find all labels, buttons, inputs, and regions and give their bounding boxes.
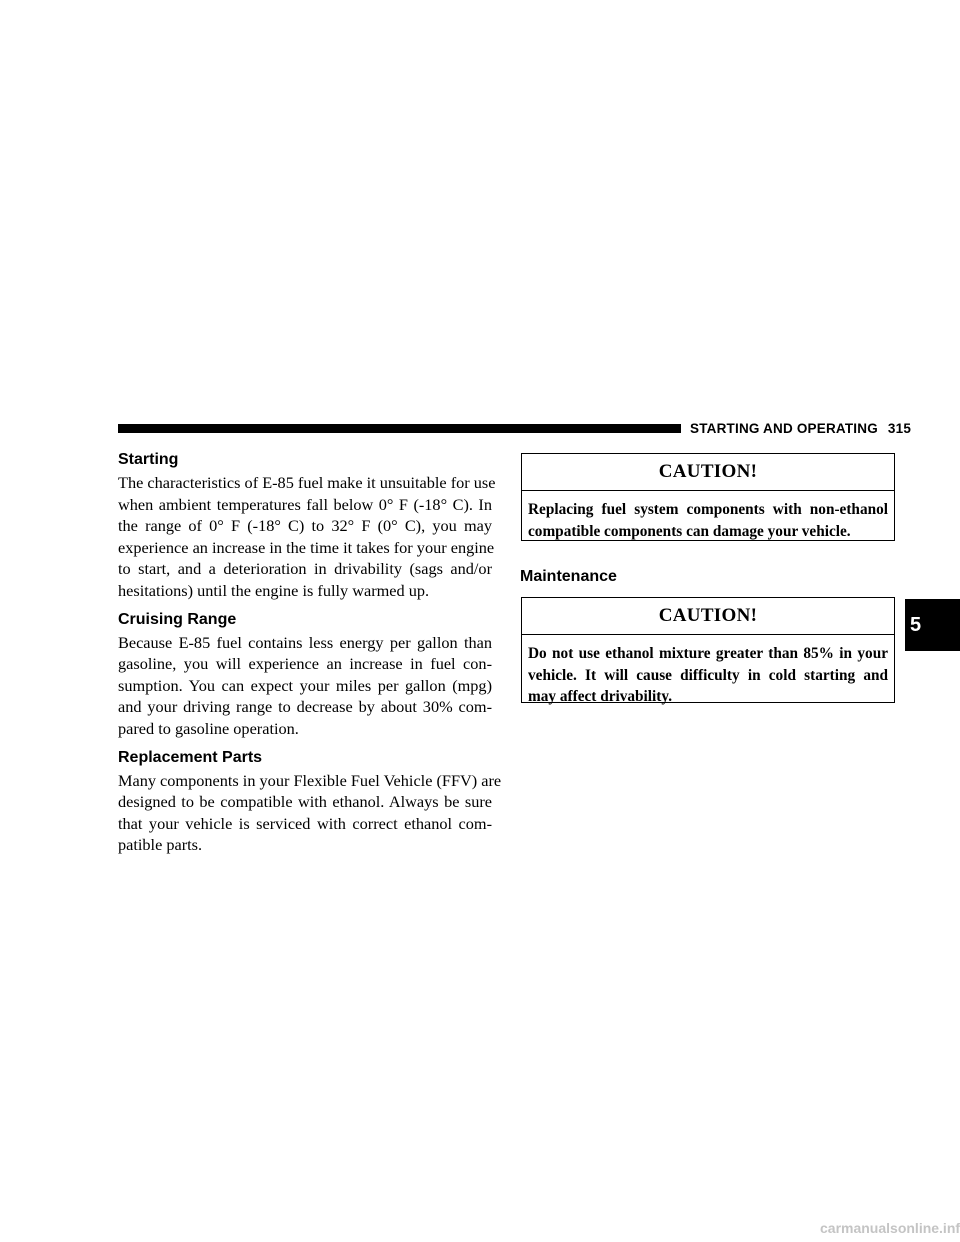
text-line: and your driving range to decrease by ab…: [118, 697, 492, 717]
paragraph-starting: The characteristics of E-85 fuel make it…: [118, 472, 496, 602]
text-line: Many components in your Flexible Fuel Ve…: [118, 770, 502, 790]
heading-replacement-parts: Replacement Parts: [118, 748, 263, 766]
text-line: experience an increase in the time it ta…: [118, 537, 495, 557]
text-line: gasoline, you will experience an increas…: [118, 654, 492, 674]
watermark: carmanualsonline.info: [820, 1220, 960, 1236]
text-line: vehicle. It will cause difficulty in col…: [528, 666, 888, 684]
text-line: hesitations) until the engine is fully w…: [118, 580, 430, 600]
text-line: The characteristics of E-85 fuel make it…: [118, 473, 496, 492]
chapter-tab: 5: [905, 599, 960, 651]
caution-box-ethanol-mixture: CAUTION! Do not use ethanol mixture grea…: [521, 597, 895, 705]
text-line: designed to be compatible with ethanol. …: [118, 792, 492, 812]
text-line: that your vehicle is serviced with corre…: [118, 813, 492, 833]
text-line: the range of 0° F (-18° C) to 32° F (0° …: [118, 516, 492, 536]
caution-text: Do not use ethanol mixture greater than …: [522, 635, 894, 716]
left-column: Starting The characteristics of E-85 fue…: [118, 450, 502, 864]
text-line: pared to gasoline operation.: [118, 718, 299, 738]
page-number: 315: [887, 421, 912, 436]
paragraph-cruising-range: Because E-85 fuel contains less energy p…: [118, 632, 492, 740]
caution-title: CAUTION!: [522, 454, 894, 491]
paragraph-replacement-parts: Many components in your Flexible Fuel Ve…: [118, 770, 502, 856]
text-line: sumption. You can expect your miles per …: [118, 675, 492, 695]
text-line: Do not use ethanol mixture greater than …: [528, 645, 888, 662]
text-line: Replacing fuel system components with no…: [528, 501, 888, 518]
running-header: STARTING AND OPERATING 315: [690, 421, 911, 437]
text-line: patible parts.: [118, 835, 203, 855]
heading-maintenance: Maintenance: [520, 568, 617, 585]
caution-box-fuel-components: CAUTION! Replacing fuel system component…: [521, 453, 895, 541]
header-rule: [118, 424, 681, 433]
text-line: compatible components can damage your ve…: [528, 522, 851, 540]
caution-title: CAUTION!: [522, 598, 894, 635]
text-line: when ambient temperatures fall below 0° …: [118, 494, 492, 514]
header-section-title: STARTING AND OPERATING: [690, 421, 878, 436]
text-line: to start, and a deterioration in drivabi…: [118, 559, 492, 579]
text-line: Because E-85 fuel contains less energy p…: [118, 632, 492, 652]
caution-text: Replacing fuel system components with no…: [522, 491, 894, 550]
text-line: may affect drivability.: [528, 688, 673, 706]
heading-starting: Starting: [118, 451, 179, 468]
heading-cruising-range: Cruising Range: [118, 610, 237, 628]
